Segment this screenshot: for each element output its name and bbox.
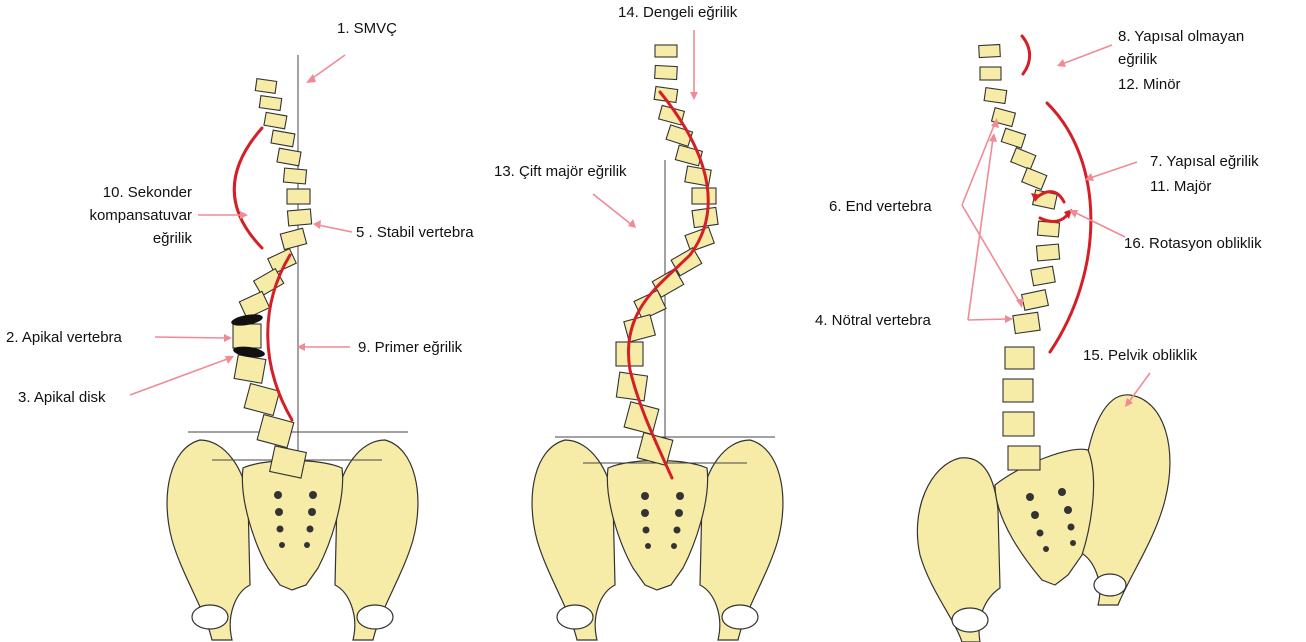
- spine-2: [616, 45, 718, 465]
- label-smvc: 1. SMVÇ: [337, 20, 397, 37]
- label-rotasyon: 16. Rotasyon obliklik: [1124, 235, 1262, 252]
- label-apikal-disk: 3. Apikal disk: [18, 389, 106, 406]
- label-dengeli: 14. Dengeli eğrilik: [618, 4, 738, 21]
- label-sekonder-3: eğrilik: [153, 230, 193, 247]
- label-sekonder-2: kompansatuvar: [89, 207, 192, 224]
- figure-2: [532, 45, 783, 640]
- label-major: 11. Majör: [1150, 178, 1211, 195]
- label-cift-major: 13. Çift majör eğrilik: [494, 163, 627, 180]
- label-primer-egrilik: 9. Primer eğrilik: [358, 339, 463, 356]
- label-sekonder-1: 10. Sekonder: [103, 184, 192, 201]
- label-yapisal-olmayan-2: eğrilik: [1118, 51, 1158, 68]
- label-yapisal-egrilik: 7. Yapısal eğrilik: [1150, 153, 1259, 170]
- label-stabil-vertebra: 5 . Stabil vertebra: [356, 224, 474, 241]
- spine-1: [230, 79, 311, 478]
- label-notral-vertebra: 4. Nötral vertebra: [815, 312, 932, 329]
- pelvis-2: [532, 440, 783, 640]
- label-apikal-vertebra: 2. Apikal vertebra: [6, 329, 123, 346]
- label-minor: 12. Minör: [1118, 76, 1181, 93]
- label-end-vertebra: 6. End vertebra: [829, 198, 932, 215]
- label-yapisal-olmayan-1: 8. Yapısal olmayan: [1118, 28, 1244, 45]
- pelvis-3: [917, 395, 1170, 642]
- spine-3: [979, 44, 1060, 470]
- figure-3: [917, 36, 1170, 642]
- label-pelvik: 15. Pelvik obliklik: [1083, 347, 1198, 364]
